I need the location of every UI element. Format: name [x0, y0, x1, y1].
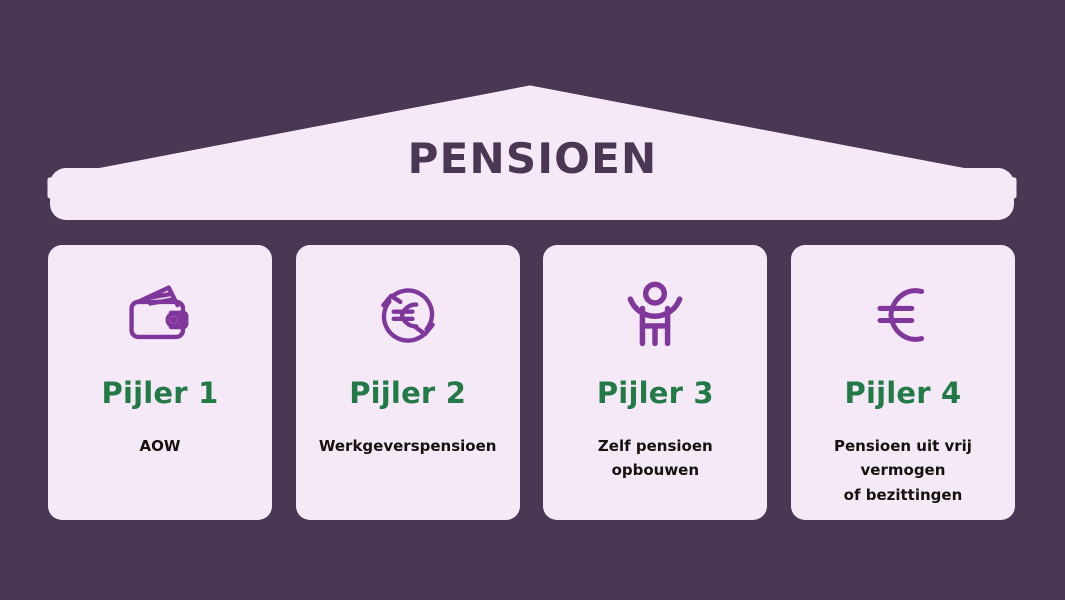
person-arms-raised-icon	[617, 279, 693, 351]
pillar-description-1: AOW	[139, 437, 181, 455]
page-title: PENSIOEN	[407, 134, 658, 183]
pillar-description-2: Werkgeverspensioen	[318, 437, 497, 455]
pillar-title-1: Pijler 1	[101, 376, 219, 410]
pillar-description-3: Zelf pensioen opbouwen	[597, 437, 713, 480]
euro-sign-icon	[865, 279, 941, 351]
pillar-card-3[interactable]: Pijler 3 Zelf pensioen opbouwen	[543, 245, 768, 520]
temple-roof	[47, 85, 1017, 220]
pillar-title-2: Pijler 2	[349, 376, 467, 410]
pillar-card-2[interactable]: Pijler 2 Werkgeverspensioen	[295, 245, 520, 520]
pillar-title-4: Pijler 4	[844, 376, 962, 410]
pillar-card-1[interactable]: Pijler 1 AOW	[48, 245, 272, 520]
pillar-card-4[interactable]: Pijler 4 Pensioen uit vrij vermogen of b…	[790, 245, 1015, 520]
wallet-icon	[122, 279, 198, 351]
euro-refresh-icon	[370, 279, 446, 351]
pillar-row: Pijler 1 AOW Pijler 2	[48, 245, 1015, 520]
architrave-bar	[50, 168, 1014, 220]
pillar-title-3: Pijler 3	[596, 376, 714, 410]
pillar-description-4: Pensioen uit vrij vermogen of bezittinge…	[833, 437, 972, 504]
